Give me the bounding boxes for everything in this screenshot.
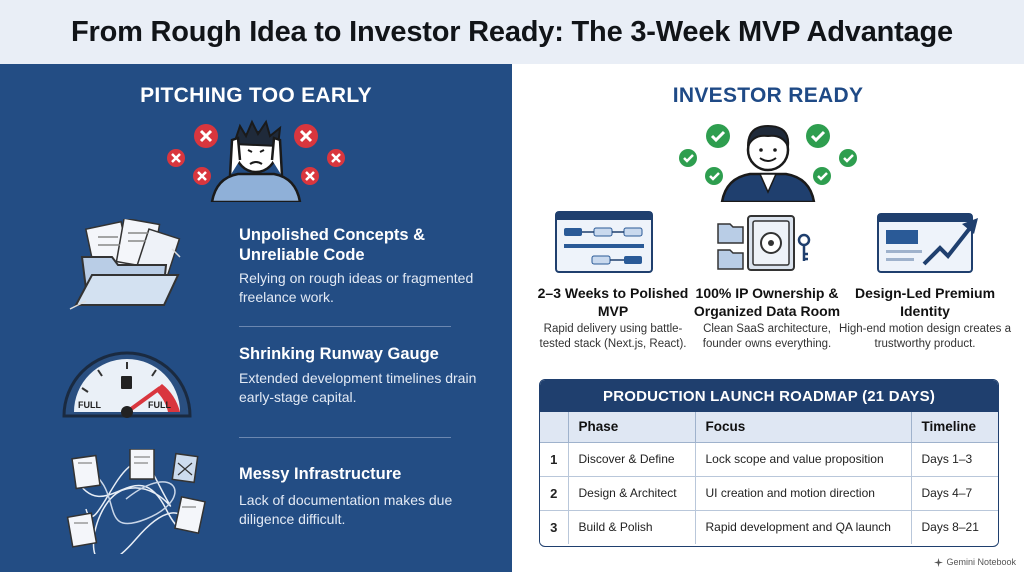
focus-cell: UI creation and motion direction: [695, 476, 912, 511]
table-header-row: Phase Focus Timeline: [540, 412, 998, 443]
roadmap-title: PRODUCTION LAUNCH ROADMAP (21 DAYS): [540, 380, 998, 412]
phase-cell: Design & Architect: [568, 476, 696, 511]
row-number: 3: [540, 510, 569, 544]
benefit-premium-identity: Design-Led Premium Identity High-end mot…: [839, 210, 1011, 370]
benefit-ip-ownership: 100% IP Ownership & Organized Data Room …: [682, 210, 852, 370]
table-row: 3 Build & Polish Rapid development and Q…: [540, 510, 998, 544]
tangled-documents-icon: [66, 449, 206, 554]
table-row: 2 Design & Architect UI creation and mot…: [540, 476, 998, 511]
roadmap-grid: Phase Focus Timeline 1 Discover & Define…: [540, 412, 998, 544]
error-x-icon: [327, 149, 345, 167]
stressed-founder-icon: [167, 119, 345, 202]
pitching-too-early-panel: PITCHING TOO EARLY Unpolished Concepts &…: [0, 64, 512, 572]
folder-papers-icon: [69, 219, 181, 310]
issue-messy-infrastructure: Messy Infrastructure Lack of documentati…: [0, 449, 512, 559]
timeline-cell: Days 4–7: [911, 476, 998, 511]
error-x-icon: [193, 167, 211, 185]
gauge-label-right: FULL: [148, 400, 171, 410]
right-heading: INVESTOR READY: [672, 84, 864, 107]
timeline-cell: Days 1–3: [911, 442, 998, 477]
check-icon: [839, 149, 857, 167]
page-title: From Rough Idea to Investor Ready: The 3…: [70, 15, 953, 48]
check-icon: [706, 124, 730, 148]
benefit-title: 100% IP Ownership & Organized Data Room: [693, 285, 841, 319]
left-heading: PITCHING TOO EARLY: [140, 84, 372, 107]
issue-description: Lack of documentation makes due diligenc…: [239, 492, 453, 527]
row-number: 1: [540, 442, 569, 477]
issue-title: Unpolished Concepts & Unreliable Code: [239, 226, 426, 264]
title-bar: From Rough Idea to Investor Ready: The 3…: [0, 0, 1024, 64]
column-header: Focus: [695, 412, 912, 443]
error-x-icon: [301, 167, 319, 185]
roadmap-table: PRODUCTION LAUNCH ROADMAP (21 DAYS) Phas…: [539, 379, 999, 547]
benefit-description: High-end motion design creates a trustwo…: [839, 323, 1011, 350]
row-number: 2: [540, 476, 569, 511]
sparkle-icon: [934, 557, 944, 567]
phase-cell: Build & Polish: [568, 510, 696, 544]
error-x-icon: [294, 124, 318, 148]
benefit-title: 2–3 Weeks to Polished MVP: [537, 285, 689, 319]
column-header: [540, 412, 569, 443]
issue-title: Shrinking Runway Gauge: [239, 345, 439, 363]
confident-founder-icon: [679, 124, 857, 202]
workflow-screen-icon: [555, 211, 653, 273]
error-x-icon: [167, 149, 185, 167]
table-row: 1 Discover & Define Lock scope and value…: [540, 442, 998, 477]
column-header: Timeline: [911, 412, 998, 443]
benefit-title: Design-Led Premium Identity: [854, 285, 996, 319]
timeline-cell: Days 8–21: [911, 510, 998, 544]
phase-cell: Discover & Define: [568, 442, 696, 477]
fuel-gauge-icon: FULL FULL: [62, 351, 192, 418]
check-icon: [705, 167, 723, 185]
growth-chart-icon: [877, 213, 978, 273]
issue-description: Relying on rough ideas or fragmented fre…: [239, 270, 474, 305]
focus-cell: Lock scope and value proposition: [695, 442, 912, 477]
check-icon: [813, 167, 831, 185]
divider: [239, 437, 451, 438]
issue-unpolished-concepts: Unpolished Concepts & Unreliable Code Re…: [0, 219, 512, 324]
issue-shrinking-runway: FULL FULL Shrinking Runway Gauge Extende…: [0, 339, 512, 439]
benefit-description: Clean SaaS architecture, founder owns ev…: [702, 323, 832, 350]
divider: [239, 326, 451, 327]
check-icon: [806, 124, 830, 148]
focus-cell: Rapid development and QA launch: [695, 510, 912, 544]
issue-description: Extended development timelines drain ear…: [239, 370, 477, 405]
error-x-icon: [194, 124, 218, 148]
check-icon: [679, 149, 697, 167]
safe-vault-icon: [717, 215, 811, 271]
benefit-polished-mvp: 2–3 Weeks to Polished MVP Rapid delivery…: [528, 210, 698, 370]
issue-title: Messy Infrastructure: [239, 465, 402, 483]
footer-text: Gemini Notebook: [946, 557, 1016, 567]
benefit-description: Rapid delivery using battle-tested stack…: [539, 323, 687, 350]
footer-credit: Gemini Notebook: [934, 557, 1016, 567]
gauge-label-left: FULL: [78, 400, 101, 410]
column-header: Phase: [568, 412, 696, 443]
